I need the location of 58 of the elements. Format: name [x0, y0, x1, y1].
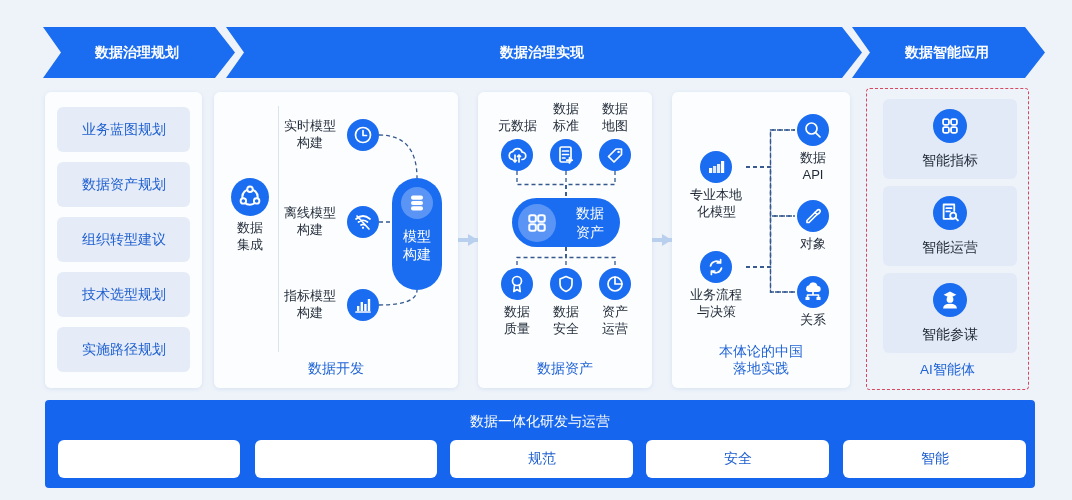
node-label: 数据集成: [236, 220, 264, 254]
node-label: 专业本地化模型: [689, 187, 743, 221]
node-label: 业务流程与决策: [689, 287, 743, 321]
feature-box: [255, 440, 437, 478]
card: [883, 99, 1017, 179]
node-label: 资产运营: [601, 304, 629, 338]
node-label: 数据质量: [503, 304, 531, 338]
plan-box: 实施路径规划: [57, 327, 190, 372]
card-title: 智能运营: [922, 237, 978, 257]
node-label: 元数据: [496, 118, 538, 135]
plan-box: 技术选型规划: [57, 272, 190, 317]
dashed-connector: [565, 170, 616, 199]
pill-node: [392, 178, 442, 290]
node-label: 数据安全: [552, 304, 580, 338]
band-title: 数据一体化研发与运营: [469, 413, 611, 431]
pill-label: 数据资产: [576, 204, 604, 241]
panel-title: 数据资产: [536, 360, 594, 378]
node-label: 数据API: [799, 150, 827, 184]
card: [883, 186, 1017, 266]
panel: [672, 92, 850, 388]
dashed-panel: [866, 88, 1029, 390]
feature-box: 规范: [450, 440, 633, 478]
node-label: 关系: [799, 312, 827, 329]
band: [45, 400, 1035, 488]
node-label: 数据标准: [552, 101, 580, 135]
card-title: 智能指标: [922, 150, 978, 170]
arrow: [652, 234, 672, 246]
dashed-connector: [378, 134, 418, 179]
feature-box: 智能: [843, 440, 1026, 478]
banner-title: 数据智能应用: [904, 43, 989, 62]
banner-title: 数据治理规划: [95, 43, 179, 62]
panel: [478, 92, 652, 388]
card: [883, 273, 1017, 353]
plan-box: 数据资产规划: [57, 162, 190, 207]
pill-node: [512, 198, 620, 247]
panel: [45, 92, 202, 388]
node-label: 离线模型构建: [283, 205, 337, 239]
pill-label: 模型构建: [403, 227, 431, 264]
plan-box: 组织转型建议: [57, 217, 190, 262]
panel-title: 本体论的中国落地实践: [718, 342, 804, 378]
dashed-connector: [378, 221, 393, 223]
feature-box: [58, 440, 240, 478]
chevron-banner: [43, 27, 235, 78]
plan-box: 业务蓝图规划: [57, 107, 190, 152]
node-label: 指标模型构建: [283, 288, 337, 322]
panel-title: AI智能体: [919, 361, 976, 379]
banner-title: 数据治理实现: [500, 43, 584, 62]
dashed-connector: [745, 266, 796, 293]
arrow: [458, 234, 478, 246]
feature-box: 安全: [646, 440, 829, 478]
dashed-connector: [378, 289, 418, 306]
node-label: 数据地图: [601, 101, 629, 135]
card-title: 智能参谋: [922, 324, 978, 344]
node-label: 实时模型构建: [283, 118, 337, 152]
chevron-banner: [852, 27, 1045, 78]
panel-title: 数据开发: [307, 360, 365, 378]
node-label: 对象: [799, 236, 827, 253]
panel: [214, 92, 458, 388]
